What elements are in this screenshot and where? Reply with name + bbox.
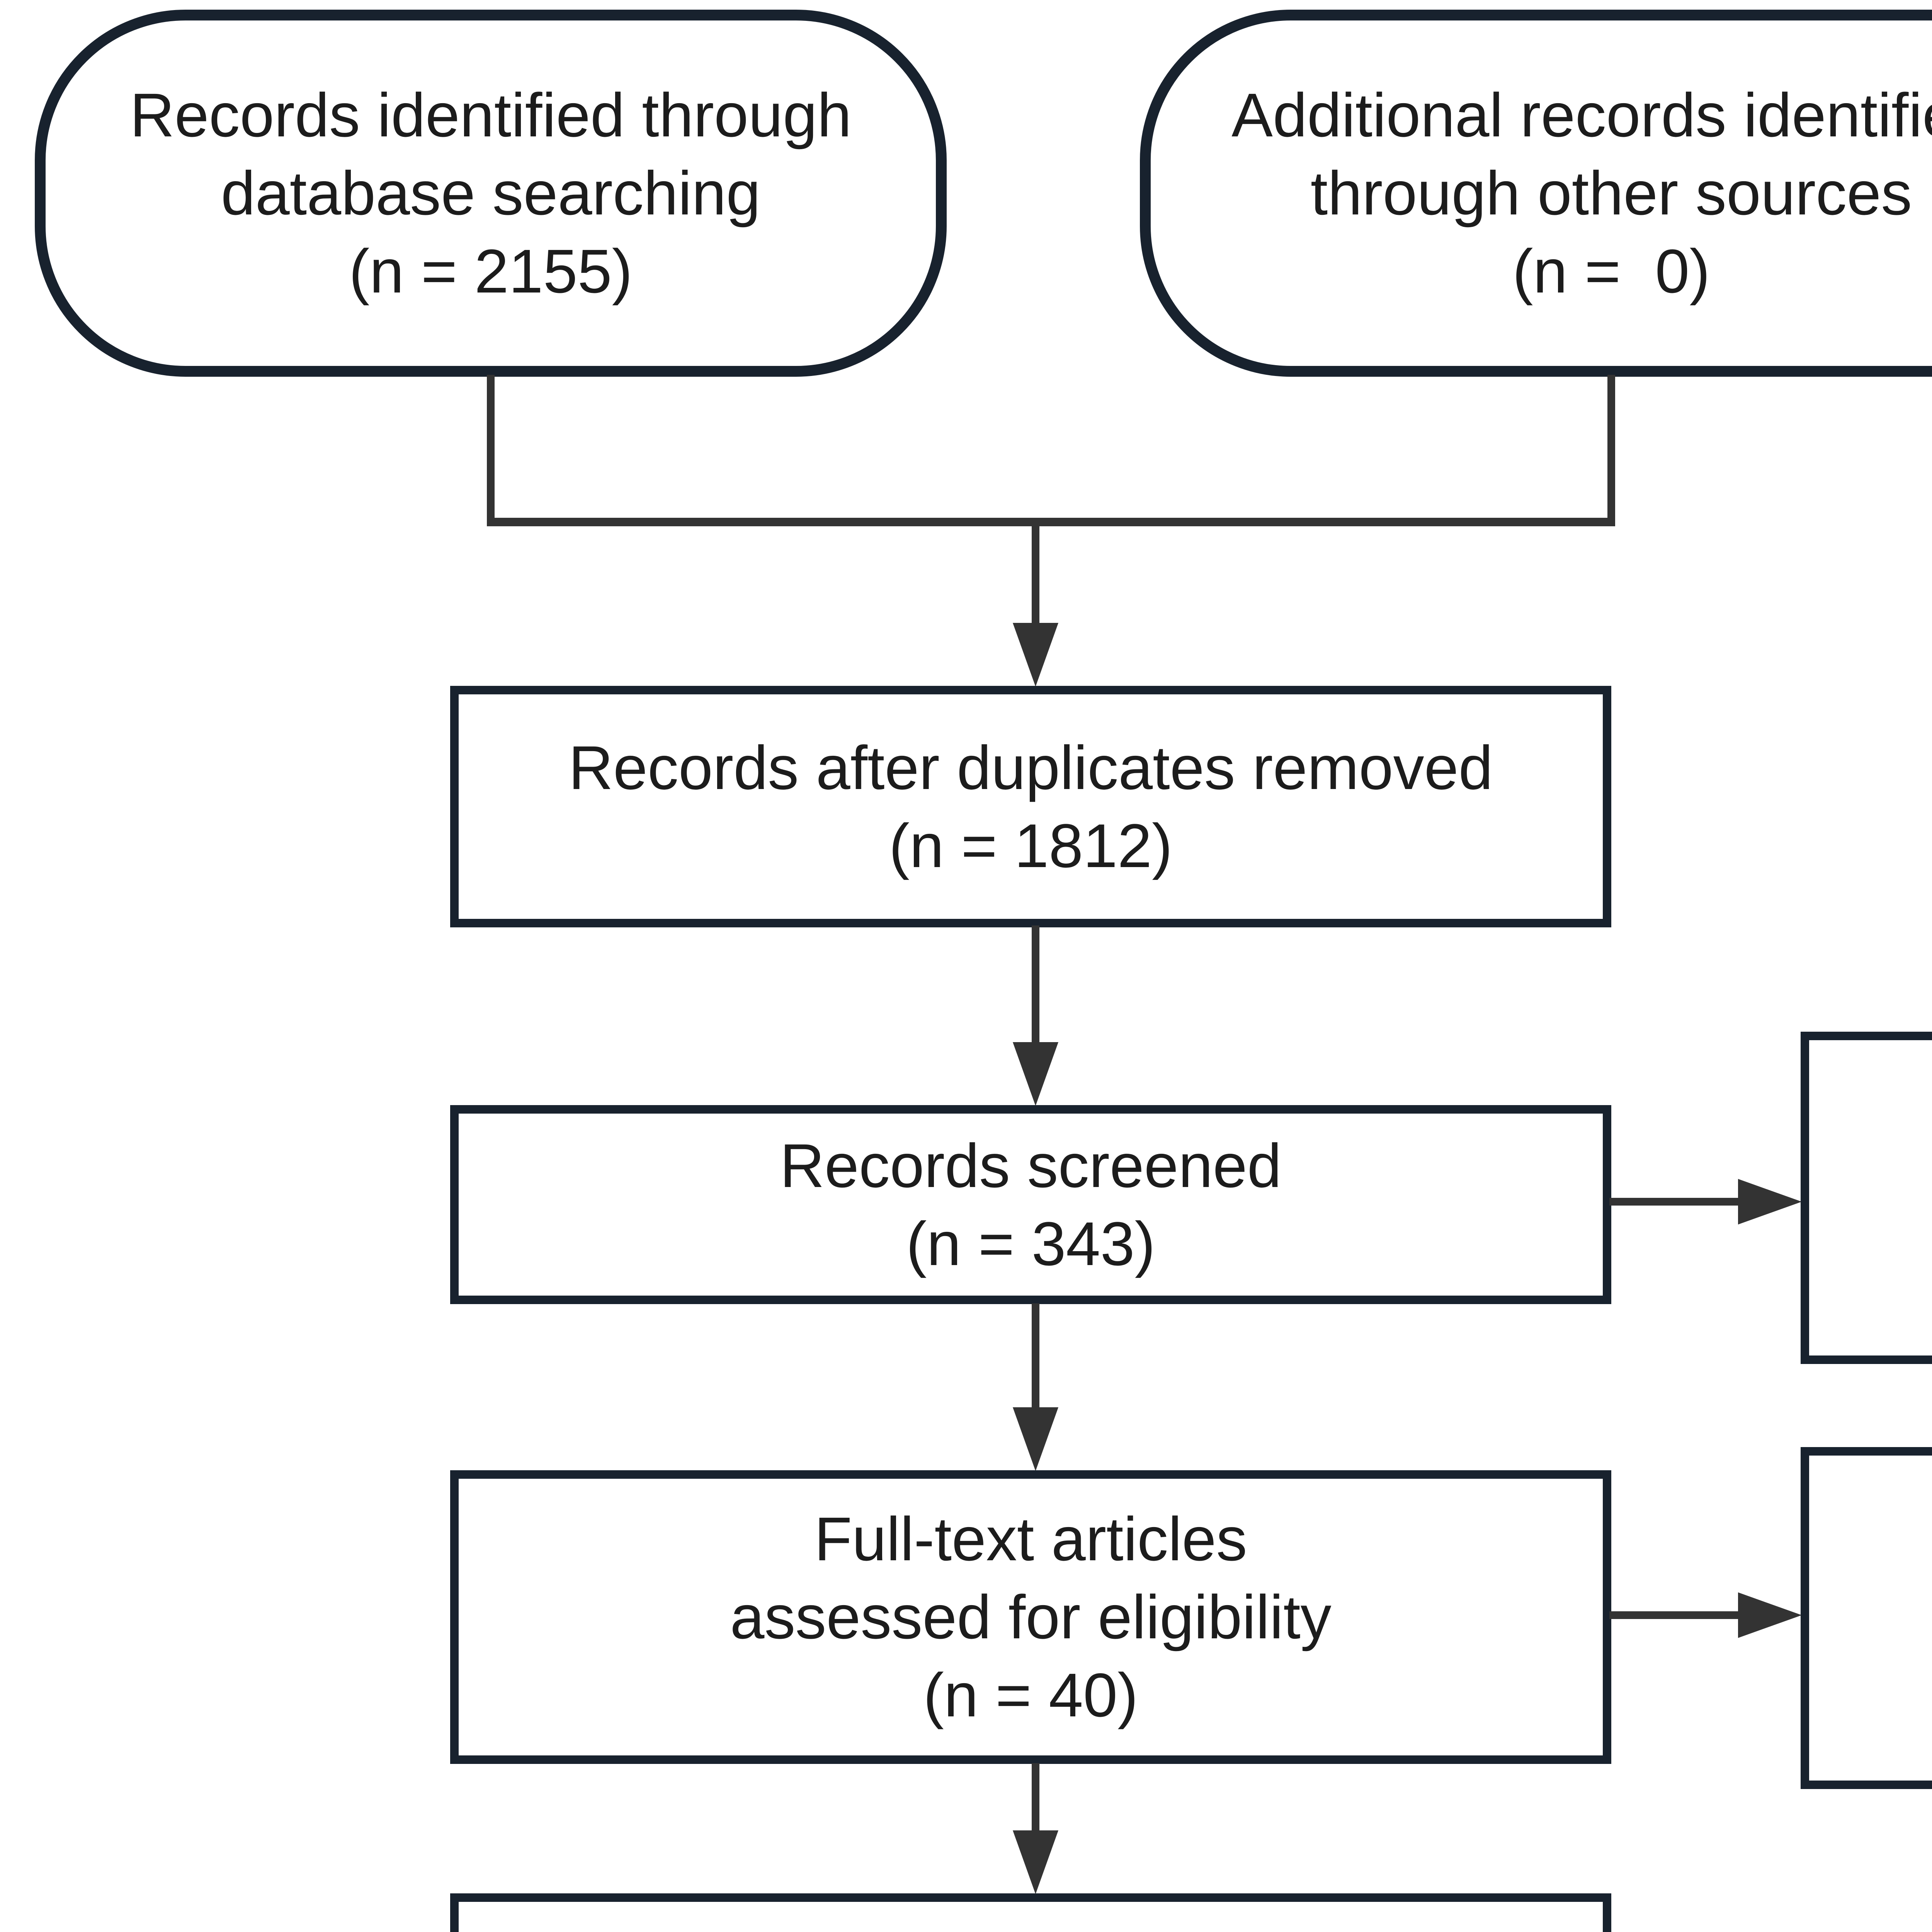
box-text: Records identified through database sear… bbox=[130, 80, 852, 306]
box-additional-records-other-sources: Additional records identified through ot… bbox=[1140, 10, 1932, 377]
box-text: Full-text articles assessed for eligibil… bbox=[730, 1504, 1332, 1730]
box-records-identified-database: Records identified through database sear… bbox=[35, 10, 947, 377]
connector-line-to-fulltext bbox=[1032, 1303, 1039, 1412]
box-records-excluded: Records excluded (n = 303) reviews, comm… bbox=[1801, 1032, 1932, 1364]
connector-line-left-drop bbox=[487, 375, 495, 526]
arrow-down-icon bbox=[1013, 1407, 1058, 1471]
arrow-down-icon bbox=[1013, 623, 1058, 687]
box-studies-included: Studies included in quantitative synthes… bbox=[450, 1893, 1611, 1932]
box-text: Records after duplicates removed (n = 18… bbox=[568, 733, 1493, 880]
arrow-right-icon bbox=[1738, 1179, 1802, 1225]
box-records-after-duplicates-removed: Records after duplicates removed (n = 18… bbox=[450, 686, 1611, 927]
box-text: Additional records identified through ot… bbox=[1231, 80, 1932, 306]
arrow-right-icon bbox=[1738, 1592, 1802, 1638]
connector-line-to-fulltext-excluded bbox=[1609, 1611, 1743, 1619]
box-fulltext-assessed: Full-text articles assessed for eligibil… bbox=[450, 1470, 1611, 1764]
arrow-down-icon bbox=[1013, 1830, 1058, 1894]
box-fulltext-excluded: Full-text articles excluded with reasons… bbox=[1801, 1447, 1932, 1789]
connector-line-to-included bbox=[1032, 1763, 1039, 1835]
arrow-down-icon bbox=[1013, 1042, 1058, 1106]
connector-line-right-drop bbox=[1607, 375, 1615, 526]
connector-line-to-screened bbox=[1032, 925, 1039, 1045]
box-records-screened: Records screened (n = 343) bbox=[450, 1105, 1611, 1304]
connector-line-to-duplicates bbox=[1032, 526, 1039, 630]
connector-line-to-records-excluded bbox=[1609, 1198, 1743, 1206]
box-text: Records screened (n = 343) bbox=[780, 1131, 1282, 1278]
connector-line-join-horizontal bbox=[487, 518, 1615, 526]
box-text: Studies included in quantitative synthes… bbox=[605, 1923, 1457, 1932]
